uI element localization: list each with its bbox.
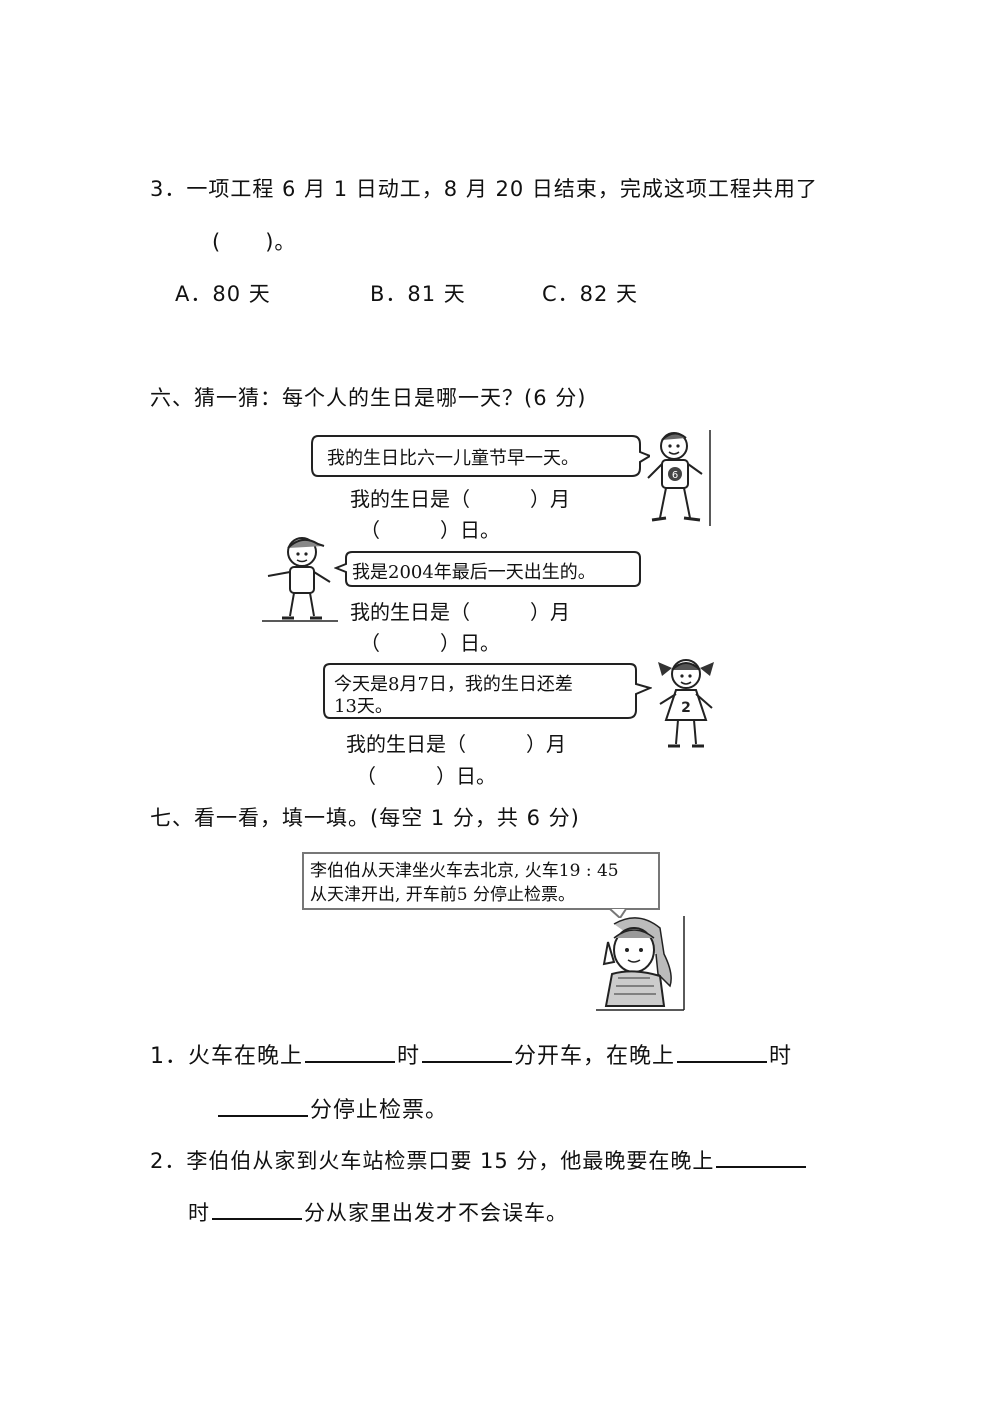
q7-1-part-b: 时 bbox=[397, 1044, 421, 1069]
section6-title: 六、猜一猜：每个人的生日是哪一天？(6 分) bbox=[150, 386, 587, 410]
boy-figure-icon: 6 bbox=[647, 430, 711, 526]
boy-badge: 6 bbox=[672, 470, 678, 481]
speech-bubble-3 bbox=[323, 663, 652, 719]
speech-3-text-line1: 今天是8月7日，我的生日还差 bbox=[334, 674, 573, 695]
section7-title: 七、看一看，填一填。(每空 1 分，共 6 分) bbox=[150, 806, 580, 830]
girl-figure-icon: 2 bbox=[658, 659, 714, 748]
speech-bubble-2 bbox=[334, 551, 641, 587]
q3-text: 3．一项工程 6 月 1 日动工，8 月 20 日结束，完成这项工程共用了 bbox=[150, 177, 818, 201]
q7-2-blank-1[interactable] bbox=[716, 1144, 807, 1168]
kid3-answer-line2[interactable]: （ ）日。 bbox=[356, 764, 496, 788]
q7-1-blank-2[interactable] bbox=[422, 1039, 513, 1063]
q3-option-a[interactable]: A．80 天 bbox=[175, 282, 271, 306]
q7-1-part-c: 分开车，在晚上 bbox=[514, 1044, 676, 1069]
q3-paren: ( )。 bbox=[212, 230, 297, 254]
q7-1-blank-1[interactable] bbox=[305, 1039, 396, 1063]
q7-1-num: 1． bbox=[150, 1044, 188, 1069]
kid3-answer-line1[interactable]: 我的生日是（ ）月 bbox=[346, 732, 566, 756]
q7-1-blank-3[interactable] bbox=[677, 1039, 768, 1063]
q3-option-b[interactable]: B．81 天 bbox=[370, 282, 466, 306]
kid2-answer-line2[interactable]: （ ）日。 bbox=[360, 631, 500, 655]
q7-2-blank-2[interactable] bbox=[212, 1196, 302, 1220]
train-info-line1: 李伯伯从天津坐火车去北京, 火车19 : 45 bbox=[310, 861, 619, 881]
q7-1-part-d: 时 bbox=[769, 1044, 793, 1069]
q7-1-part-e: 分停止检票。 bbox=[310, 1098, 449, 1123]
capped-boy-figure-icon bbox=[262, 537, 338, 622]
train-info-line2: 从天津开出, 开车前5 分停止检票。 bbox=[310, 885, 576, 905]
speech-bubble-1 bbox=[311, 435, 650, 477]
speech-2-text: 我是2004年最后一天出生的。 bbox=[352, 562, 596, 583]
kid1-answer-line1[interactable]: 我的生日是（ ）月 bbox=[350, 487, 570, 511]
kid2-answer-line1[interactable]: 我的生日是（ ）月 bbox=[350, 600, 570, 624]
q7-2-continued: 时 分从家里出发才不会误车。 bbox=[188, 1196, 568, 1227]
q7-1-blank-4[interactable] bbox=[218, 1093, 308, 1117]
speech-1-text: 我的生日比六一儿童节早一天。 bbox=[327, 448, 579, 469]
q7-2-part-c: 分从家里出发才不会误车。 bbox=[304, 1201, 568, 1225]
q7-2-part-b: 时 bbox=[188, 1201, 210, 1225]
q7-1: 1．火车在晚上 时 分开车，在晚上 时 bbox=[150, 1038, 792, 1070]
q7-1-continued: 分停止检票。 bbox=[216, 1092, 448, 1124]
q3-option-c[interactable]: C．82 天 bbox=[542, 282, 639, 306]
kid1-answer-line2[interactable]: （ ）日。 bbox=[360, 518, 500, 542]
q7-2-part-a: 2．李伯伯从家到火车站检票口要 15 分，他最晚要在晚上 bbox=[150, 1149, 715, 1173]
q7-1-part-a: 火车在晚上 bbox=[188, 1044, 304, 1069]
pointing-girl-icon bbox=[596, 916, 685, 1011]
q7-2: 2．李伯伯从家到火车站检票口要 15 分，他最晚要在晚上 bbox=[150, 1144, 808, 1175]
speech-3-text-line2: 13天。 bbox=[334, 696, 393, 717]
train-info-bubble bbox=[302, 852, 660, 918]
girl-badge: 2 bbox=[681, 700, 691, 716]
